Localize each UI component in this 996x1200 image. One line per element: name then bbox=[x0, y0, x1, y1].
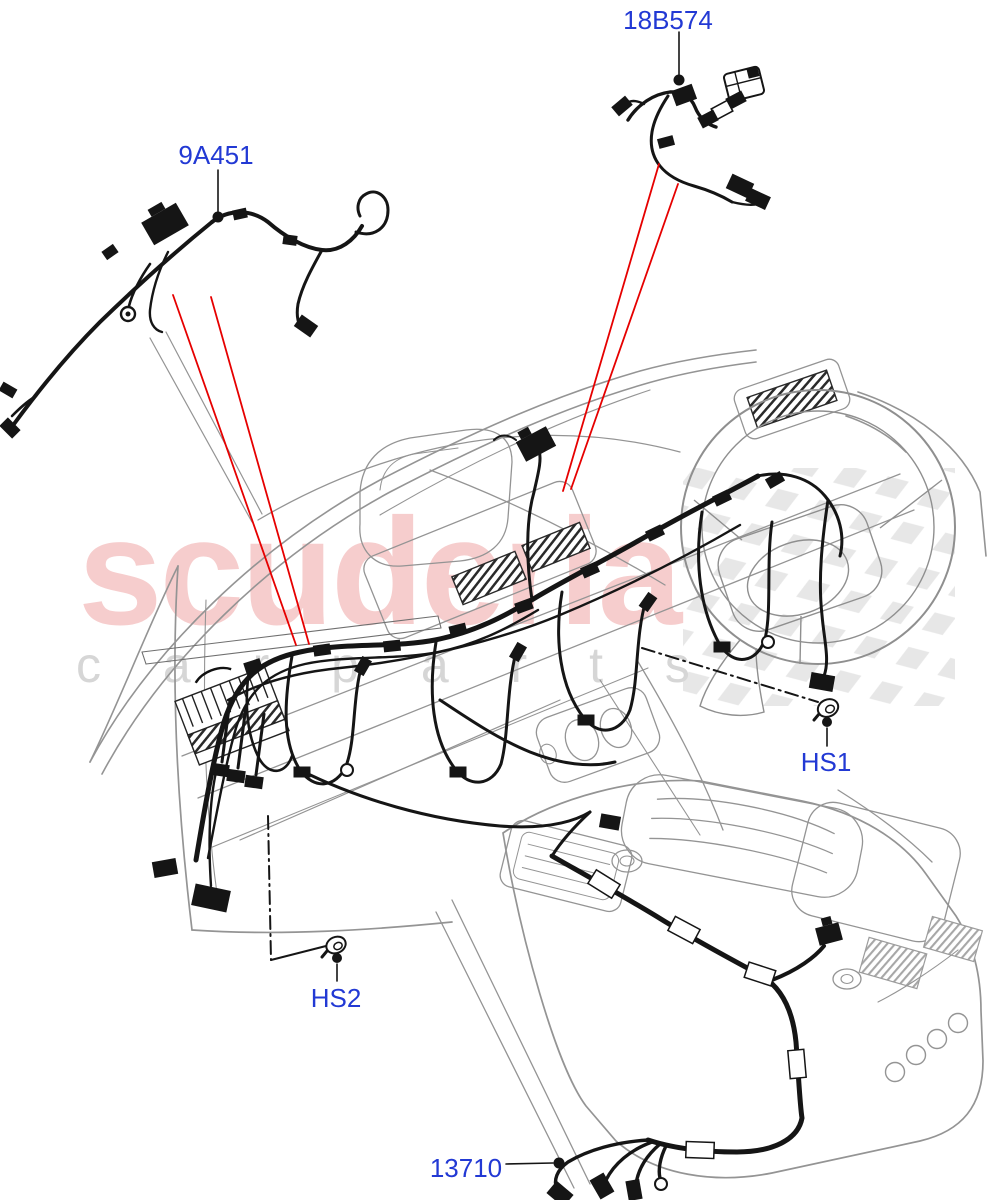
console-buttons bbox=[884, 1012, 969, 1083]
part-label-13710[interactable]: 13710 bbox=[429, 1153, 503, 1183]
red-leader-9a451-b bbox=[210, 296, 310, 645]
red-leader-lines bbox=[172, 163, 679, 646]
steering-column-shroud bbox=[699, 639, 765, 717]
top-vent-pod bbox=[733, 358, 851, 440]
part-label-18b574[interactable]: 18B574 bbox=[623, 5, 713, 35]
red-leader-18b574-a bbox=[562, 163, 660, 492]
leader-dot bbox=[673, 74, 685, 86]
center-console bbox=[435, 774, 984, 1189]
center-vent-left bbox=[450, 550, 528, 606]
red-leader-9a451-a bbox=[172, 294, 297, 646]
steering-wheel bbox=[680, 389, 956, 717]
screw-icon bbox=[812, 698, 840, 722]
red-leader-18b574-b bbox=[570, 183, 679, 490]
part-label-hs1[interactable]: HS1 bbox=[800, 747, 852, 777]
hs2-fixing bbox=[267, 815, 347, 982]
part-label-9a451[interactable]: 9A451 bbox=[178, 140, 254, 170]
label-leader-lines bbox=[212, 31, 685, 1169]
screw-icon bbox=[320, 935, 347, 959]
leader-dot bbox=[212, 211, 224, 223]
dashboard-line-art bbox=[89, 331, 987, 934]
harness-9a451-drawing bbox=[0, 190, 390, 439]
center-vent-right bbox=[521, 521, 591, 573]
leader-dot bbox=[553, 1157, 565, 1169]
part-label-hs2[interactable]: HS2 bbox=[310, 983, 362, 1013]
instrument-panel-harness-drawing bbox=[151, 426, 844, 913]
harness-13710-drawing bbox=[546, 853, 843, 1200]
hs1-fixing bbox=[641, 647, 840, 747]
harness-18b574-drawing bbox=[611, 65, 771, 210]
console-vent-right bbox=[922, 915, 984, 963]
leader-dot bbox=[822, 717, 832, 727]
leader-dot bbox=[332, 953, 342, 963]
console-vent-left bbox=[858, 936, 928, 990]
watermark-subtitle-text: c a r p a r t s bbox=[76, 637, 714, 693]
